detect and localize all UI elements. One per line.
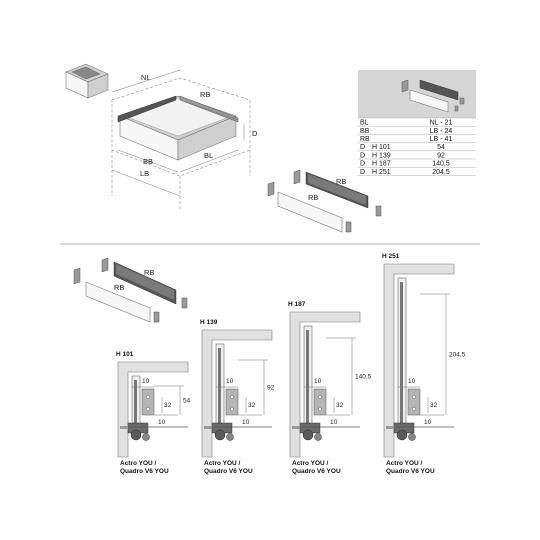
table-row-value: 54 <box>437 144 445 151</box>
dim-bb: BB <box>143 157 153 166</box>
table-row-height: H 139 <box>372 152 391 159</box>
dim-d-value: 92 <box>267 385 275 392</box>
table-row-height: H 101 <box>372 144 391 151</box>
dim-10-bottom: 10 <box>330 419 338 426</box>
dim-10-bottom: 10 <box>242 419 250 426</box>
section-caption-line1: Actro YOU / <box>120 460 157 467</box>
dim-lb: LB <box>140 169 149 178</box>
section-caption-line2: Quadro V6 YOU <box>386 468 435 475</box>
dim-32: 32 <box>164 402 172 409</box>
dim-10-top: 10 <box>408 378 416 385</box>
rail-left-rb-lower: RB <box>114 283 124 292</box>
dim-10-bottom: 10 <box>424 419 432 426</box>
section-title: H 139 <box>200 319 218 326</box>
dim-d-value: 204,5 <box>449 352 466 359</box>
rail-top-rb-upper: RB <box>336 177 346 186</box>
rails-illustration-top <box>267 169 382 233</box>
dim-10-top: 10 <box>314 378 322 385</box>
table-row-key: D <box>360 161 365 168</box>
table-row-height: H 251 <box>372 169 391 176</box>
dim-32: 32 <box>336 402 344 409</box>
dim-rb: RB <box>200 90 210 99</box>
table-row-key: BL <box>360 120 369 127</box>
table-row-value: LB - 41 <box>430 136 453 143</box>
drawer-overview-drawing <box>111 69 251 210</box>
table-row-value: LB - 24 <box>430 128 453 135</box>
section-caption-line1: Actro YOU / <box>292 460 329 467</box>
dim-d-value: 140,5 <box>355 374 372 381</box>
section-title: H 101 <box>116 351 134 358</box>
rail-top-rb-lower: RB <box>308 193 318 202</box>
section-title: H 187 <box>288 301 306 308</box>
section-caption-line1: Actro YOU / <box>204 460 241 467</box>
table-row-value: 140,5 <box>432 161 450 168</box>
table-row-key: D <box>360 144 365 151</box>
table-row-height: H 187 <box>372 161 391 168</box>
table-row-key: D <box>360 152 365 159</box>
table-row-value: NL - 21 <box>430 120 453 127</box>
dim-32: 32 <box>430 402 438 409</box>
rails-illustration-left <box>73 257 188 323</box>
dim-d-value: 54 <box>183 398 191 405</box>
dim-bl: BL <box>204 151 213 160</box>
section-caption-line2: Quadro V6 YOU <box>204 468 253 475</box>
section-caption-line2: Quadro V6 YOU <box>292 468 341 475</box>
dim-nl: NL <box>141 73 151 82</box>
dim-10-bottom: 10 <box>158 419 166 426</box>
table-row-key: BB <box>360 128 370 135</box>
table-row-value: 204,5 <box>432 169 450 176</box>
drawer-icon <box>65 63 109 99</box>
dim-d: D <box>252 129 258 138</box>
section-caption-line1: Actro YOU / <box>386 460 423 467</box>
dim-10-top: 10 <box>142 378 150 385</box>
table-row-key: D <box>360 169 365 176</box>
dim-10-top: 10 <box>226 378 234 385</box>
section-caption-line2: Quadro V6 YOU <box>120 468 169 475</box>
dim-32: 32 <box>248 402 256 409</box>
section-title: H 251 <box>382 253 400 260</box>
table-row-value: 92 <box>437 152 445 159</box>
rail-left-rb-upper: RB <box>144 268 154 277</box>
table-row-key: RB <box>360 136 370 143</box>
